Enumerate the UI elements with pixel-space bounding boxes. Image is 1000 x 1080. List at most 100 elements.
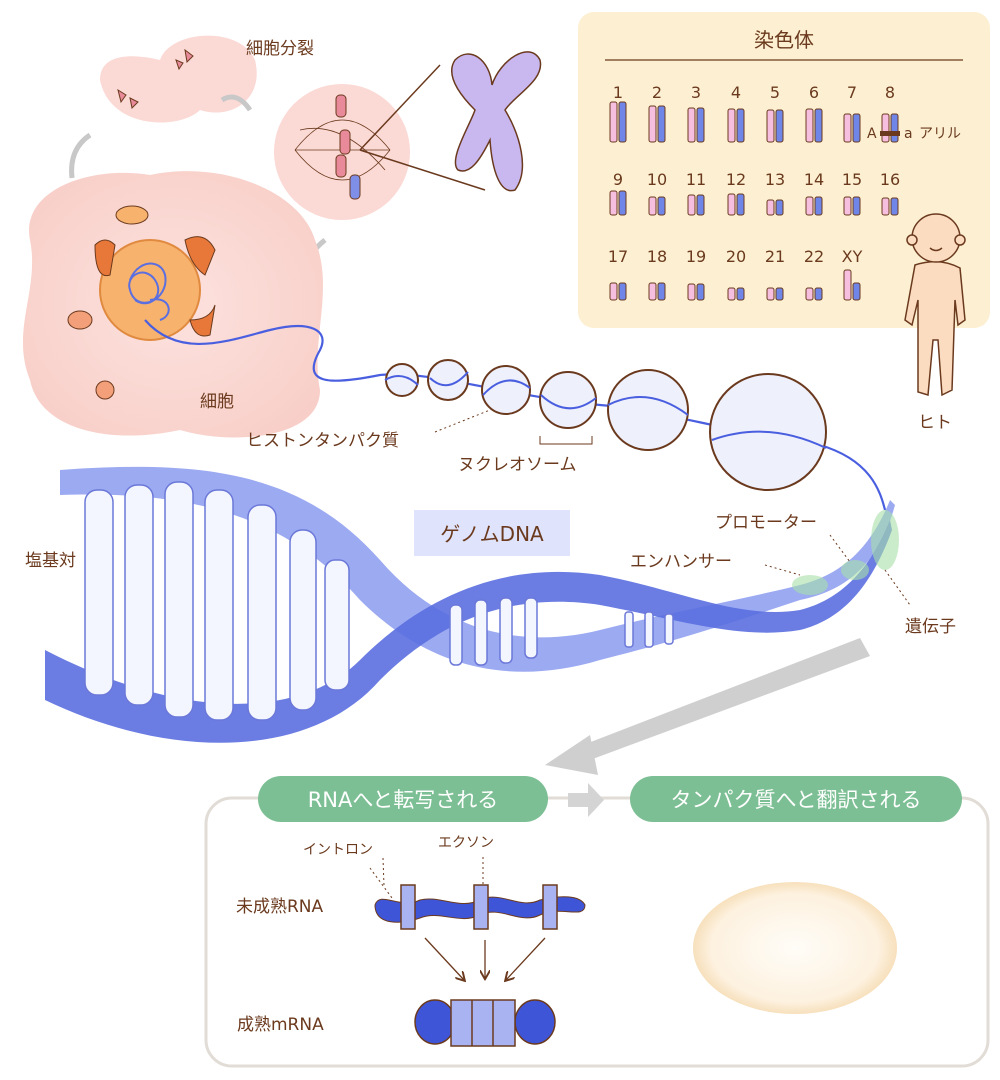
chromosome-1 — [618, 101, 627, 143]
exon-label: エクソン — [438, 835, 494, 851]
chromosome-21 — [775, 287, 784, 301]
chromosome-3 — [687, 107, 696, 143]
intron-label: イントロン — [303, 842, 373, 858]
chromosome-14 — [814, 196, 823, 216]
nucleosome-label: ヌクレオソーム — [458, 455, 577, 475]
chromosome-number: 22 — [804, 247, 824, 266]
chromosome-9 — [618, 190, 627, 216]
chromosome-number: 19 — [686, 247, 706, 266]
cell-division-label: 細胞分裂 — [246, 39, 314, 59]
nucleosome-bracket — [539, 436, 593, 445]
chromosome-number: 10 — [647, 170, 667, 189]
chromosome-10 — [648, 196, 657, 216]
transcription-label: RNAへと転写される — [308, 788, 499, 812]
chromosome-number: 7 — [847, 83, 857, 102]
chromosome-1 — [609, 101, 618, 143]
chromosome-5 — [766, 109, 775, 143]
histone-pointer — [434, 407, 496, 433]
chromosome-x-shape — [451, 51, 542, 192]
expression-arrow — [545, 638, 870, 775]
cell-label: 細胞 — [200, 392, 234, 412]
chromosome-number: 3 — [691, 83, 701, 102]
human-figure — [904, 213, 966, 397]
chromosome-number: 5 — [770, 83, 780, 102]
chromosome-4 — [736, 108, 745, 143]
chromosome-4 — [727, 108, 736, 143]
chromosome-number: XY — [842, 247, 863, 266]
chromosome-8 — [881, 113, 890, 143]
mature-mrna — [414, 999, 556, 1047]
genome-dna-box — [414, 510, 570, 556]
transcription-pill — [258, 776, 548, 822]
zoom-lines — [359, 64, 486, 191]
promoter-pointer — [829, 534, 851, 563]
human-label: ヒト — [918, 413, 952, 433]
chromosome-12 — [727, 193, 736, 216]
chromosome-13 — [775, 199, 784, 216]
chromosome-15 — [843, 196, 852, 216]
gene-pointer — [884, 569, 911, 606]
mitosis-cell — [274, 84, 410, 220]
chromosome-number: 20 — [726, 247, 746, 266]
base-pair-label: 塩基対 — [25, 551, 76, 571]
chromosome-5 — [775, 109, 784, 143]
chromosome-2 — [657, 105, 666, 143]
promoter-label: プロモーター — [715, 513, 817, 533]
chromosome-number: 8 — [885, 83, 895, 102]
chromosome-number: 2 — [652, 83, 662, 102]
cycle-arrow — [220, 94, 253, 112]
nucleosomes — [385, 359, 827, 491]
chromosome-22 — [814, 287, 823, 301]
chromosome-number: 15 — [842, 170, 862, 189]
chromosome-number: 17 — [608, 247, 628, 266]
chromosome-number: 11 — [686, 170, 706, 189]
chromosome-13 — [766, 199, 775, 216]
chromosome-18 — [657, 282, 666, 301]
chromosome-number: 12 — [726, 170, 746, 189]
splicing-arrows — [424, 937, 546, 980]
chromosome-title: 染色体 — [754, 28, 814, 52]
chromosome-number: 6 — [809, 83, 819, 102]
chromosome-12 — [736, 193, 745, 216]
chromosome-11 — [687, 194, 696, 216]
chromosome-number: 13 — [765, 170, 785, 189]
allele-A-label: A — [867, 126, 877, 142]
chromosome-20 — [736, 287, 745, 301]
chromosome-16 — [881, 197, 890, 216]
chromosome-16 — [890, 197, 899, 216]
chromosome-22 — [805, 287, 814, 301]
pre-rna-label: 未成熟RNA — [236, 896, 324, 917]
chromosome-number: 9 — [613, 170, 623, 189]
histone-label: ヒストンタンパク質 — [246, 431, 399, 451]
chromosome-number: 4 — [731, 83, 741, 102]
gene-label: 遺伝子 — [905, 617, 956, 637]
chromosome-number: 16 — [880, 170, 900, 189]
allele-a-label: a — [904, 126, 913, 142]
chromosome-17 — [609, 282, 618, 301]
allele-marker — [880, 131, 900, 136]
dna-double-helix — [45, 466, 899, 743]
chromosome-8 — [890, 113, 899, 143]
nucleus — [99, 239, 201, 341]
chromosome-15 — [852, 196, 861, 216]
chromosome-6 — [805, 108, 814, 143]
exons — [400, 884, 558, 930]
chromosome-14 — [805, 196, 814, 216]
chromosome-6 — [814, 108, 823, 143]
chromosome-3 — [696, 107, 705, 143]
chromosome-10 — [657, 196, 666, 216]
chromosome-7 — [843, 113, 852, 143]
chromosome-number: 1 — [613, 83, 623, 102]
chromosome-9 — [609, 190, 618, 216]
chromosome-number: 21 — [765, 247, 785, 266]
protein-blob — [693, 882, 897, 1014]
small-arrow — [568, 783, 604, 817]
chromosome-21 — [766, 287, 775, 301]
chromosome-17 — [618, 282, 627, 301]
chromosome-19 — [687, 283, 696, 301]
chromosome-20 — [727, 287, 736, 301]
chromosome-18 — [648, 282, 657, 301]
chromosome-XY — [843, 269, 852, 301]
dividing-cell — [100, 35, 257, 123]
